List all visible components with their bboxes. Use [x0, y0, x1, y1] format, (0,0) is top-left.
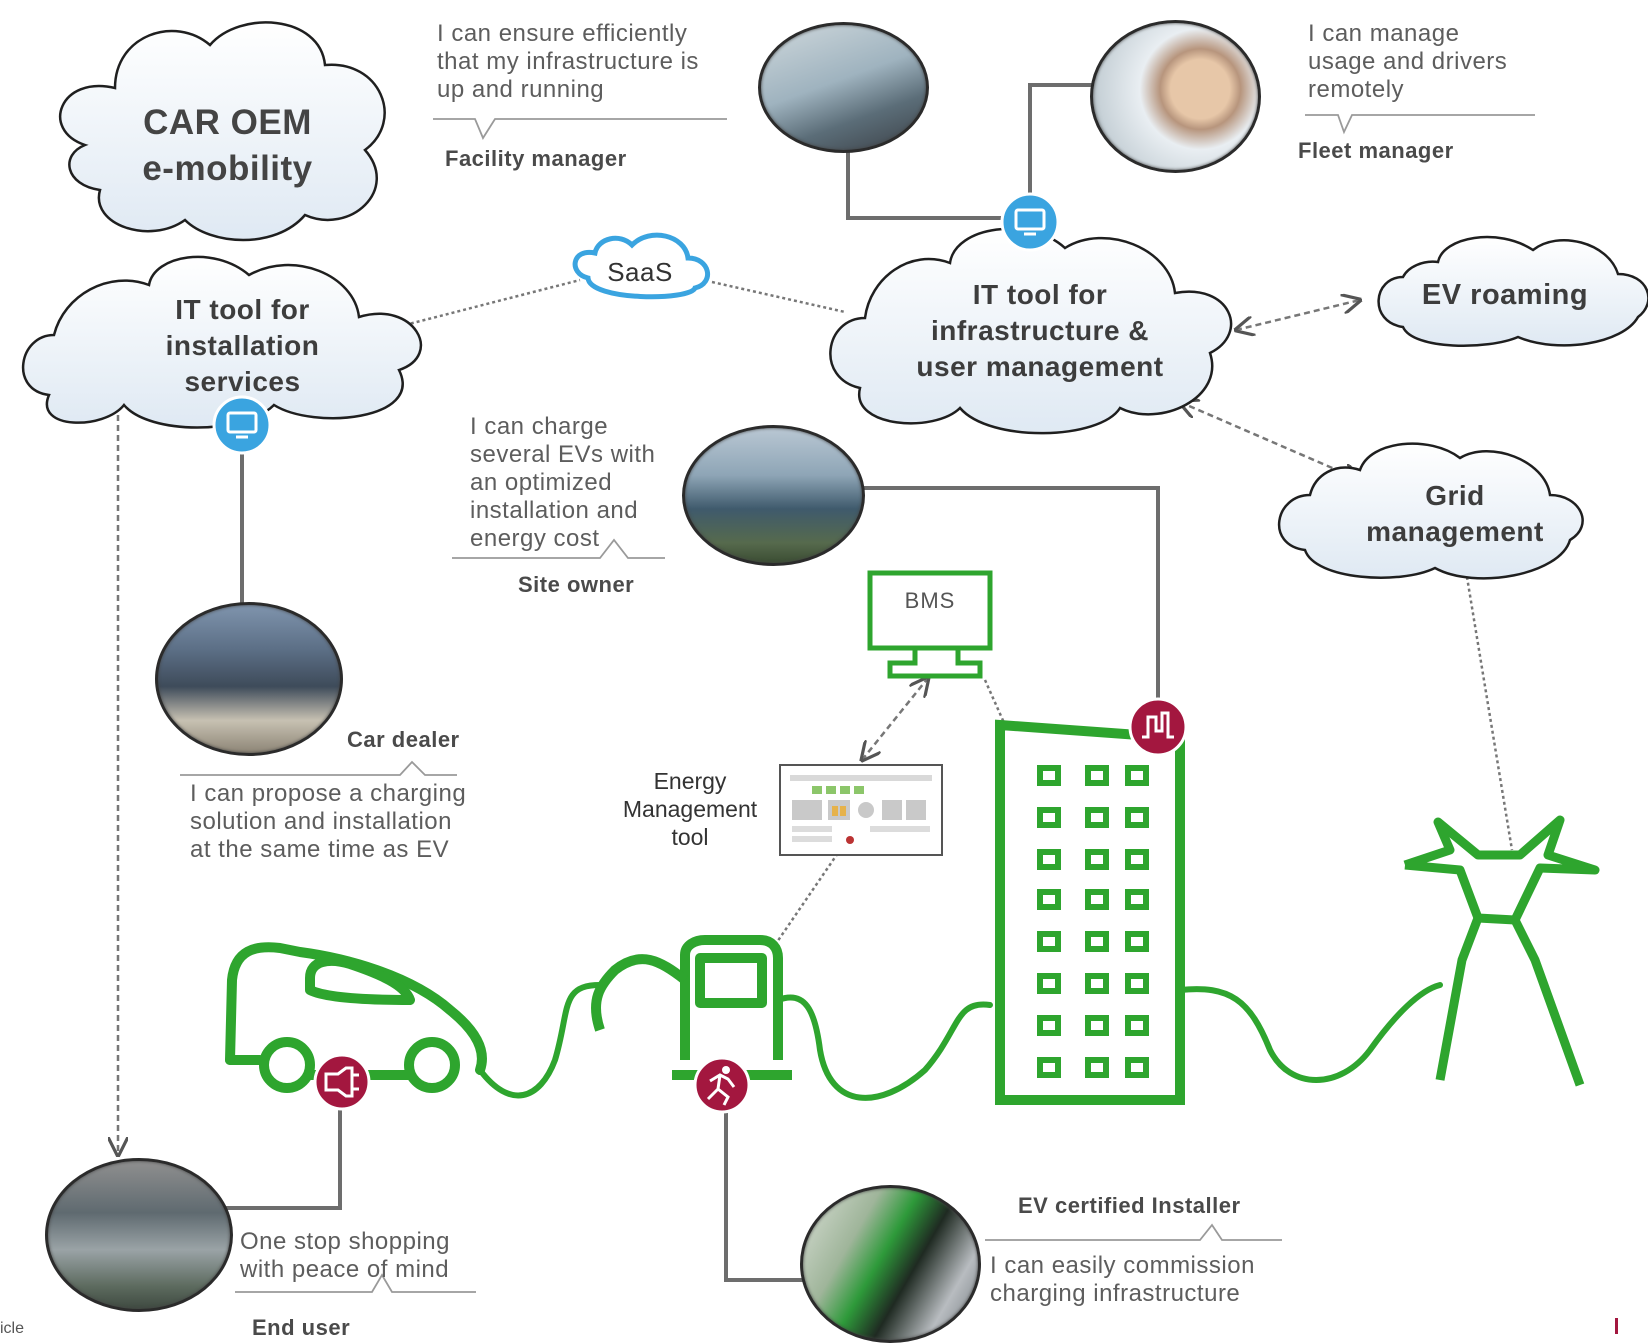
facility-manager-quote: I can ensure efficiently that my infrast…: [437, 20, 699, 103]
bms-monitor-icon: [867, 570, 993, 679]
site-owner-photo: [682, 425, 865, 566]
ev-installer-quote: I can easily commission charging infrast…: [990, 1252, 1255, 1307]
facility-manager-photo: [758, 22, 929, 153]
cloud-it-tool-installation: [21, 255, 422, 429]
energy-tool-screenshot: [779, 764, 943, 856]
end-user-role: End user: [252, 1315, 351, 1340]
power-cables: [477, 982, 1443, 1101]
cloud-grid-management: [1277, 442, 1584, 580]
building-icon: [995, 719, 1185, 1105]
meter-badge: [1128, 697, 1188, 757]
quote-underlines: [180, 114, 1535, 1293]
car-dealer-photo: [155, 602, 343, 756]
cloud-installation-label: IT tool for installation services: [165, 294, 320, 397]
fleet-manager-quote: I can manage usage and drivers remotely: [1308, 20, 1508, 103]
plug-badge: [313, 1053, 371, 1111]
runner-badge: [693, 1056, 751, 1114]
ev-installer-photo: [800, 1185, 981, 1343]
cloud-car-oem: [58, 21, 386, 242]
car-dealer-quote: I can propose a charging solution and in…: [190, 780, 467, 863]
charger-icon: [591, 935, 792, 1080]
connector-lines: [222, 83, 1160, 1282]
car-dealer-role: Car dealer: [347, 727, 460, 752]
site-owner-role: Site owner: [518, 572, 635, 597]
footer-text: icle: [0, 1320, 25, 1337]
cloud-saas: [572, 232, 711, 300]
fleet-manager-photo: [1090, 20, 1261, 173]
cloud-saas-label: SaaS: [607, 257, 673, 287]
bms-label: BMS: [904, 588, 956, 613]
cloud-ev-roaming: [1377, 235, 1648, 348]
cloud-infrastructure-label: IT tool for infrastructure & user manage…: [916, 279, 1164, 382]
end-user-photo: [45, 1158, 233, 1312]
facility-manager-role: Facility manager: [445, 146, 627, 171]
cloud-ev-roaming-label: EV roaming: [1421, 279, 1589, 311]
cloud-grid-management-label: Grid management: [1366, 480, 1544, 547]
monitor-badge-infrastructure: [1000, 192, 1060, 252]
site-owner-quote: I can charge several EVs with an optimiz…: [470, 413, 656, 552]
monitor-badge-installation: [212, 395, 272, 455]
energy-tool-label: Energy Management tool: [622, 768, 758, 850]
fleet-manager-role: Fleet manager: [1298, 138, 1454, 163]
cloud-it-tool-infrastructure: [829, 227, 1233, 435]
ev-installer-role: EV certified Installer: [1018, 1193, 1241, 1218]
dotted-links: [118, 278, 1514, 1155]
cloud-car-oem-label: CAR OEM e-mobility: [142, 103, 313, 188]
footer-mark: [1615, 1318, 1618, 1334]
pylon-icon: [1403, 815, 1600, 1087]
end-user-quote: One stop shopping with peace of mind: [240, 1228, 450, 1283]
